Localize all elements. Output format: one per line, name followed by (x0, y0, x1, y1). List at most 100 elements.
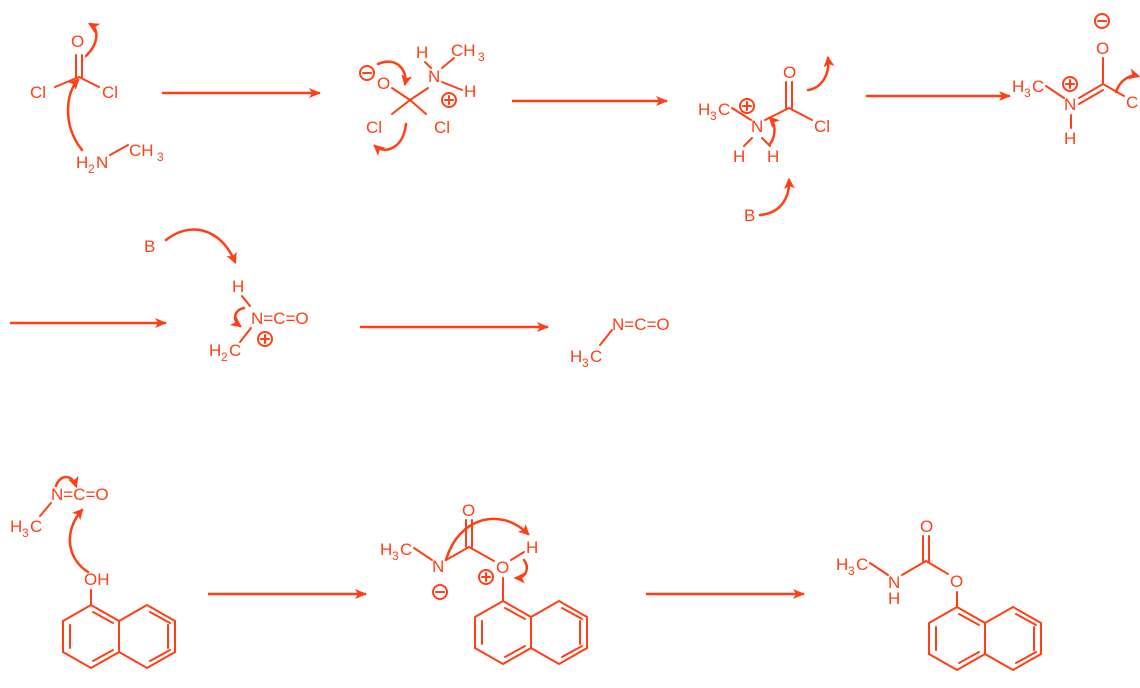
ammonium-n: N (428, 67, 440, 86)
ch-to-cn-arrow (229, 306, 246, 328)
iminium-minus-circle (1094, 13, 1110, 29)
acyl-ammonium: H 3 C N O Cl H H B (698, 63, 830, 225)
attack-curved-arrow (66, 78, 84, 152)
phosgene-oxygen: O (71, 32, 84, 51)
carbocation-nco: N=C=O (251, 309, 309, 328)
carbocation-n-ch2-bond (239, 327, 252, 343)
ammonium-sub-3: 3 (478, 50, 485, 64)
acyl-ccl-bond (788, 107, 813, 121)
adduct-h3c-h: H (380, 540, 392, 559)
adduct-c-o-bond (468, 546, 495, 562)
naphthol-db-2 (92, 611, 114, 624)
carbaryl-ch3-n-bond (869, 562, 889, 576)
iminium-h3c-sub: 3 (1024, 86, 1031, 100)
adduct-oxonium-o: O (496, 558, 509, 577)
mic-h3c-h: H (570, 347, 582, 366)
iminium-cl-leave-arrow (1114, 68, 1140, 94)
intermediate-cl-right: Cl (434, 118, 450, 137)
iminium-ch3-n-bond (1045, 85, 1065, 99)
naphthol-db-3 (92, 649, 114, 662)
carbaryl-product: H 3 C N H O O (836, 517, 1042, 672)
mic2-h3c-sub: 3 (22, 526, 29, 540)
adduct-ring-left (474, 599, 532, 666)
ammonium-h-top: H (416, 43, 428, 62)
carbaryl-ester-o: O (950, 572, 963, 591)
mic-ch3-bond (599, 329, 613, 346)
base-b-2: B (144, 237, 155, 256)
nc-bond (109, 144, 129, 156)
mic2-h3c-h: H (10, 517, 22, 536)
mic-h3c-c: C (590, 347, 602, 366)
mic-h3c-sub: 3 (582, 356, 589, 370)
base-b-1: B (744, 206, 755, 225)
carbaryl-nh: H (888, 589, 900, 608)
acyl-h-right: H (767, 147, 779, 166)
carbocation-intermediate: B H N=C=O H 2 C (144, 237, 309, 364)
methylamine-molecule: H 2 N CH 3 (76, 141, 164, 176)
n-c-bond (764, 107, 790, 121)
zwitterion-adduct: H 3 C N O O H (380, 501, 588, 666)
adduct-nc-bond (445, 546, 470, 561)
adduct-minus-circle (432, 584, 448, 600)
acyl-h3c-sub: 3 (710, 109, 717, 123)
iminium-c-cut: C (1126, 93, 1138, 112)
carbaryl-h3c-sub: 3 (848, 564, 855, 578)
iminium-h3c-c: C (1032, 77, 1044, 96)
iminium-ccl-bond (1102, 83, 1125, 97)
adduct-db-6 (561, 645, 583, 658)
iminium-n: N (1064, 95, 1076, 114)
acyl-n: N (751, 117, 763, 136)
iminium-h: H (1064, 129, 1076, 148)
naphthol-ring-right (118, 603, 176, 670)
proton-transfer-arrow (444, 517, 530, 562)
adduct-h: H (526, 538, 538, 557)
acyl-nh-left-bond (743, 137, 753, 147)
carbaryl-oxygen-top: O (920, 517, 933, 536)
methylamine-sub-2: 2 (88, 162, 95, 176)
iminium-h3c-h: H (1012, 77, 1024, 96)
carbocation-h2c-h: H (209, 341, 221, 360)
iminium-plus-circle (1062, 76, 1078, 92)
adduct-db-3 (504, 645, 526, 658)
phosgene-molecule: O Cl Cl (30, 32, 118, 102)
adduct-ring-right (530, 599, 588, 666)
alkoxide-oxygen: O (377, 74, 390, 93)
carbaryl-ring-right (984, 605, 1042, 672)
methylamine-h: H (76, 153, 88, 172)
carbocation-h2c-c: C (229, 341, 241, 360)
adduct-db-4 (561, 607, 583, 620)
mic2-nco: N=C=O (51, 485, 109, 504)
naphthol-oh: OH (84, 570, 110, 589)
deprotonation-arrow-1 (758, 177, 796, 217)
nh-bond-top (424, 61, 432, 69)
naphthol-ring-left (62, 603, 120, 670)
ccl-left-bond (391, 99, 411, 115)
adduct-h3c-c: C (400, 540, 412, 559)
carbocation-h: H (232, 277, 244, 296)
ccl-bond-right (78, 76, 100, 88)
deprotonation-arrow-2 (164, 228, 237, 265)
iminium-cn-bond-2 (1078, 89, 1104, 105)
naphthol-db-4 (149, 611, 171, 624)
reform-carbonyl-arrow (376, 60, 413, 87)
carbaryl-c-o-bond (925, 560, 949, 575)
nh-bond-right (441, 81, 463, 91)
acyl-h3c-c: C (718, 100, 730, 119)
methylamine-ch: CH (129, 141, 154, 160)
iminium-oxygen: O (1096, 39, 1109, 58)
adduct-oxygen-top: O (462, 501, 475, 520)
methylamine-sub-3: 3 (157, 150, 164, 164)
carbaryl-n: N (888, 573, 900, 592)
tetrahedral-intermediate: O N H CH 3 H Cl Cl (359, 41, 485, 137)
nh-to-cn-arrow (768, 116, 781, 146)
naphthol-db-6 (149, 649, 171, 662)
methyl-isocyanate-reactant: N=C=O H 3 C (10, 485, 109, 540)
acyl-cl: Cl (814, 117, 830, 136)
phosgene-cl-left: Cl (30, 83, 46, 102)
pi-bond-curved-arrow (84, 22, 101, 58)
adduct-oh-bond (510, 551, 525, 561)
iminium-intermediate: H 3 C N H O C (1012, 13, 1138, 148)
carbaryl-nc-bond (901, 560, 927, 576)
acyl-plus-circle (739, 98, 755, 114)
